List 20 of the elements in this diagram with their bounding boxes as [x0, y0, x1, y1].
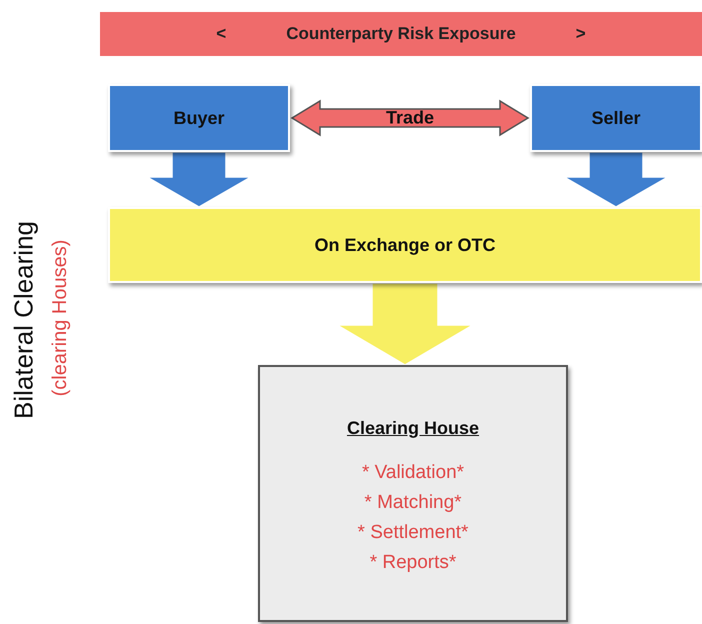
list-item: * Reports* — [370, 551, 456, 575]
list-item: * Validation* — [362, 461, 464, 485]
exchange-box — [108, 207, 702, 283]
box-label: Seller — [591, 106, 641, 130]
seller-box — [530, 84, 702, 152]
box-label: < — [216, 23, 226, 46]
clearing-house-box — [258, 365, 568, 622]
box-heading: Clearing House — [346, 417, 480, 440]
side-label: (clearing Houses) — [48, 240, 72, 396]
box-label: On Exchange or OTC — [314, 234, 496, 257]
list-item: * Settlement* — [358, 521, 468, 545]
box-label: > — [576, 23, 586, 46]
box-label: Counterparty Risk Exposure — [286, 23, 516, 46]
risk-band — [100, 12, 702, 56]
buyer-box — [108, 84, 290, 152]
side-label: Bilateral Clearing — [8, 221, 40, 419]
list-item: * Matching* — [364, 491, 462, 515]
block-arrow — [290, 100, 530, 136]
edge-label: Trade — [386, 106, 434, 130]
box-label: Buyer — [173, 106, 225, 130]
